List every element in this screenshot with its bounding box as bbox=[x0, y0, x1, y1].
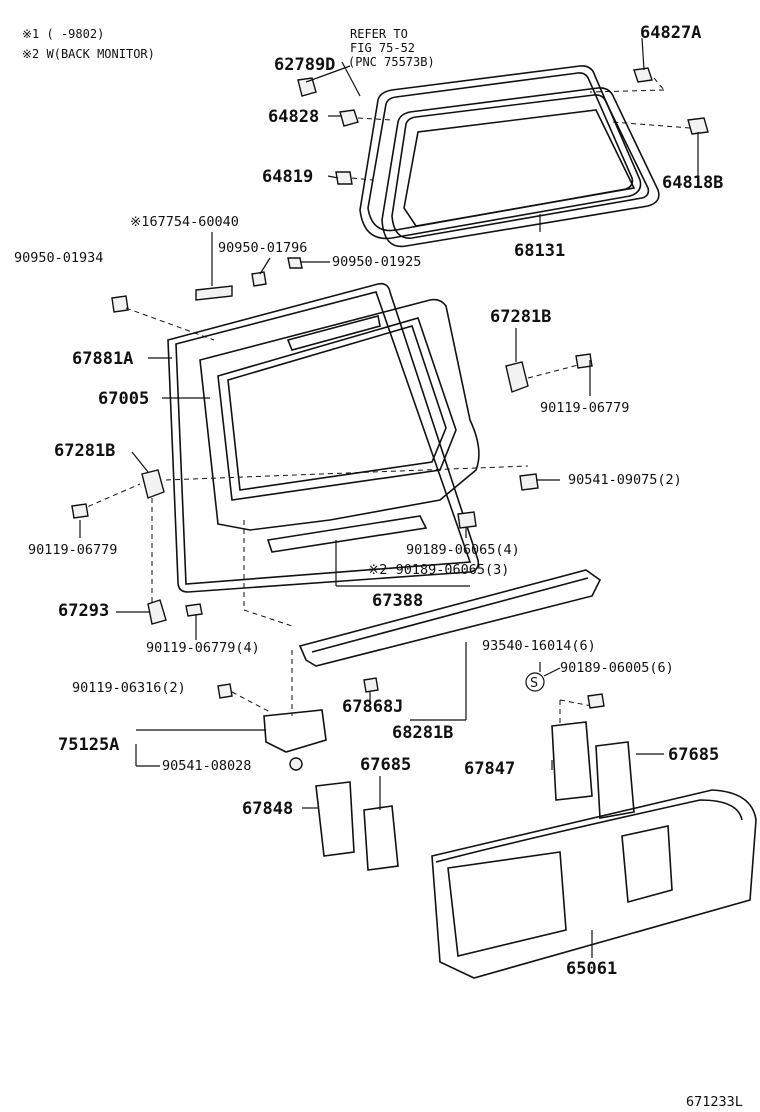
label-90119-06779-4: 90119-06779(4) bbox=[146, 640, 260, 656]
s-symbol: S bbox=[530, 675, 538, 691]
note-2: ※2 W(BACK MONITOR) bbox=[22, 47, 155, 61]
clip-64818b bbox=[687, 117, 709, 135]
label-90950-01925: 90950-01925 bbox=[332, 254, 421, 270]
label-67281b-left: 67281B bbox=[54, 441, 115, 461]
clip-64827a bbox=[633, 67, 653, 83]
screw-90119-06779-r bbox=[575, 353, 593, 369]
label-67005: 67005 bbox=[98, 389, 149, 409]
screw-90119-06779-4 bbox=[185, 603, 203, 617]
clip-90189-06065 bbox=[457, 511, 477, 529]
note-1: ※1 ( -9802) bbox=[22, 27, 104, 41]
label-67388: 67388 bbox=[372, 591, 423, 611]
screw-90119-06316 bbox=[217, 683, 233, 699]
label-67685-left: 67685 bbox=[360, 755, 411, 775]
label-67868j: 67868J bbox=[342, 697, 403, 717]
label-67293: 67293 bbox=[58, 601, 109, 621]
label-93540-16014: 93540-16014(6) bbox=[482, 638, 596, 654]
screw-90119-06779-l bbox=[71, 503, 89, 519]
label-65061: 65061 bbox=[566, 959, 617, 979]
garnish-rail-68281b bbox=[298, 569, 602, 667]
label-64827a: 64827A bbox=[640, 23, 701, 43]
label-90189-06065-w: ※2 90189-06065(3) bbox=[368, 562, 509, 578]
label-67847: 67847 bbox=[464, 759, 515, 779]
label-68131: 68131 bbox=[514, 241, 565, 261]
lock-75125a bbox=[263, 709, 327, 753]
cushion-67293 bbox=[147, 599, 167, 625]
refer-note-line3: (PNC 75573B) bbox=[348, 55, 435, 69]
stopper-67281b-left bbox=[141, 469, 165, 499]
clip-90541-09075 bbox=[519, 473, 539, 491]
label-64828: 64828 bbox=[268, 107, 319, 127]
label-90541-08028: 90541-08028 bbox=[162, 758, 251, 774]
clip-67868j bbox=[363, 677, 379, 693]
seal-67685-left bbox=[363, 805, 399, 871]
cushion-90950-01925 bbox=[287, 257, 303, 269]
cushion-90950-01796 bbox=[251, 271, 267, 287]
clip-64819 bbox=[335, 171, 353, 185]
label-75125a: 75125A bbox=[58, 735, 119, 755]
cushion-90950-01934 bbox=[111, 295, 129, 313]
s-symbol-circle bbox=[525, 672, 545, 692]
bolt-90541-08028 bbox=[289, 757, 303, 771]
garnish-65061 bbox=[431, 789, 757, 979]
figure-code: 671233L bbox=[686, 1094, 743, 1110]
back-door-panel bbox=[167, 282, 480, 593]
label-90119-06779-right: 90119-06779 bbox=[540, 400, 629, 416]
label-90119-06316: 90119-06316(2) bbox=[72, 680, 186, 696]
refer-note-line1: REFER TO bbox=[350, 27, 408, 41]
stopper-67281b-right bbox=[505, 361, 529, 393]
label-67881a: 67881A bbox=[72, 349, 133, 369]
clip-64828 bbox=[339, 109, 359, 127]
label-90189-06065: 90189-06065(4) bbox=[406, 542, 520, 558]
seal-67847 bbox=[551, 721, 593, 801]
label-90950-01796: 90950-01796 bbox=[218, 240, 307, 256]
label-90950-01934: 90950-01934 bbox=[14, 250, 103, 266]
label-64819: 64819 bbox=[262, 167, 313, 187]
label-67685-right: 67685 bbox=[668, 745, 719, 765]
label-167754: ※167754-60040 bbox=[130, 214, 239, 230]
back-window-glass bbox=[359, 65, 660, 248]
label-90541-09075: 90541-09075(2) bbox=[568, 472, 682, 488]
seal-67848 bbox=[315, 781, 355, 857]
clip-62789d bbox=[297, 77, 317, 97]
refer-note-line2: FIG 75-52 bbox=[350, 41, 415, 55]
label-67281b-right: 67281B bbox=[490, 307, 551, 327]
label-167754 bbox=[195, 285, 233, 301]
seal-67685-right bbox=[595, 741, 635, 819]
label-67848: 67848 bbox=[242, 799, 293, 819]
clip-90189-06005 bbox=[587, 693, 605, 709]
label-90119-06779-left: 90119-06779 bbox=[28, 542, 117, 558]
label-62789d: 62789D bbox=[274, 55, 335, 75]
label-64818b: 64818B bbox=[662, 173, 723, 193]
label-90189-06005: 90189-06005(6) bbox=[560, 660, 674, 676]
label-68281b: 68281B bbox=[392, 723, 453, 743]
